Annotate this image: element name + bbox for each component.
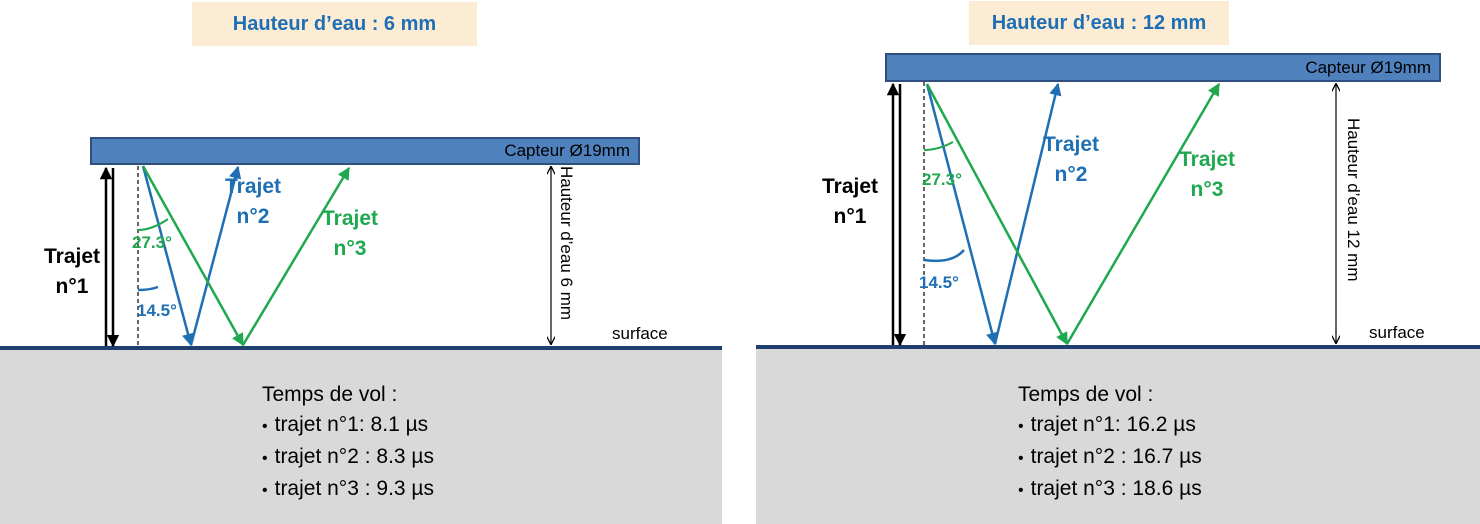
sensor-label: Capteur Ø19mm <box>1305 57 1431 77</box>
path2-down <box>141 165 195 347</box>
tof-item: trajet n°3 : 9.3 µs <box>262 474 434 506</box>
path3-label-line1: Trajet <box>321 207 379 230</box>
surface-label: surface <box>612 324 668 343</box>
path1-label-line1: Trajet <box>821 175 879 198</box>
path1-label: Trajet n°1 <box>810 172 890 232</box>
tof-item: trajet n°3 : 18.6 µs <box>1018 474 1202 506</box>
path2-label-line1: Trajet <box>224 175 282 198</box>
path3-up <box>1065 82 1221 345</box>
time-of-flight: Temps de vol : trajet n°1: 16.2 µs traje… <box>1018 380 1202 506</box>
sensor-bar: Capteur Ø19mm <box>885 53 1441 82</box>
ray-diagram <box>99 165 740 348</box>
angle-green-label: 27.3° <box>922 170 962 189</box>
angle-arc-blue <box>137 285 159 292</box>
path3-label-line2: n°3 <box>333 237 367 260</box>
path3-label: Trajet n°3 <box>310 204 390 264</box>
angle-blue-label: 14.5° <box>137 301 177 320</box>
path1-label-line1: Trajet <box>43 245 101 268</box>
panel-12mm: Hauteur d’eau : 12 mm Capteur Ø19mm Traj… <box>740 0 1480 524</box>
surface-line <box>0 346 722 350</box>
path3-up <box>241 166 351 346</box>
path3-down <box>141 165 245 347</box>
path3-label-line1: Trajet <box>1178 148 1236 171</box>
angle-green-label: 27.3° <box>132 233 172 252</box>
path1-label: Trajet n°1 <box>32 242 112 302</box>
tof-item: trajet n°1: 16.2 µs <box>1018 410 1202 442</box>
water-height-label: Hauteur d’eau 12 mm <box>1344 118 1363 282</box>
angle-blue-label: 14.5° <box>919 273 959 292</box>
ray-diagram <box>886 82 1480 347</box>
angle-arc-green <box>923 141 954 151</box>
path3-label-line2: n°3 <box>1190 178 1224 201</box>
sensor-label: Capteur Ø19mm <box>504 141 630 160</box>
tof-list: trajet n°1: 8.1 µs trajet n°2 : 8.3 µs t… <box>262 410 434 506</box>
surface-label: surface <box>1369 323 1425 342</box>
tof-item: trajet n°1: 8.1 µs <box>262 410 434 442</box>
surface-line <box>756 345 1480 349</box>
water-height-label: Hauteur d’eau 6 mm <box>557 166 576 321</box>
path3-down <box>925 83 1069 346</box>
sensor-bar: Capteur Ø19mm <box>90 137 640 165</box>
path2-label-line2: n°2 <box>1054 163 1088 186</box>
panel-title: Hauteur d’eau : 12 mm <box>969 1 1229 45</box>
panel-6mm: Hauteur d’eau : 6 mm Capteur Ø19mm Traje… <box>0 0 740 524</box>
time-of-flight: Temps de vol : trajet n°1: 8.1 µs trajet… <box>262 380 434 506</box>
panel-title: Hauteur d’eau : 6 mm <box>192 2 477 46</box>
path2-up <box>993 82 1062 345</box>
path2-up <box>189 165 242 346</box>
tof-title: Temps de vol : <box>1018 383 1154 406</box>
tof-item: trajet n°2 : 16.7 µs <box>1018 442 1202 474</box>
tof-item: trajet n°2 : 8.3 µs <box>262 442 434 474</box>
path2-label: Trajet n°2 <box>1031 130 1111 190</box>
tof-list: trajet n°1: 16.2 µs trajet n°2 : 16.7 µs… <box>1018 410 1202 506</box>
angle-arc-blue <box>923 249 965 263</box>
path1-label-line2: n°1 <box>833 205 867 228</box>
path3-label: Trajet n°3 <box>1167 145 1247 205</box>
angle-arc-green <box>137 218 169 231</box>
path2-down <box>925 83 999 346</box>
tof-title: Temps de vol : <box>262 383 398 406</box>
path2-label-line1: Trajet <box>1042 133 1100 156</box>
path2-label: Trajet n°2 <box>213 172 293 232</box>
path2-label-line2: n°2 <box>236 205 270 228</box>
path1-label-line2: n°1 <box>55 275 89 298</box>
